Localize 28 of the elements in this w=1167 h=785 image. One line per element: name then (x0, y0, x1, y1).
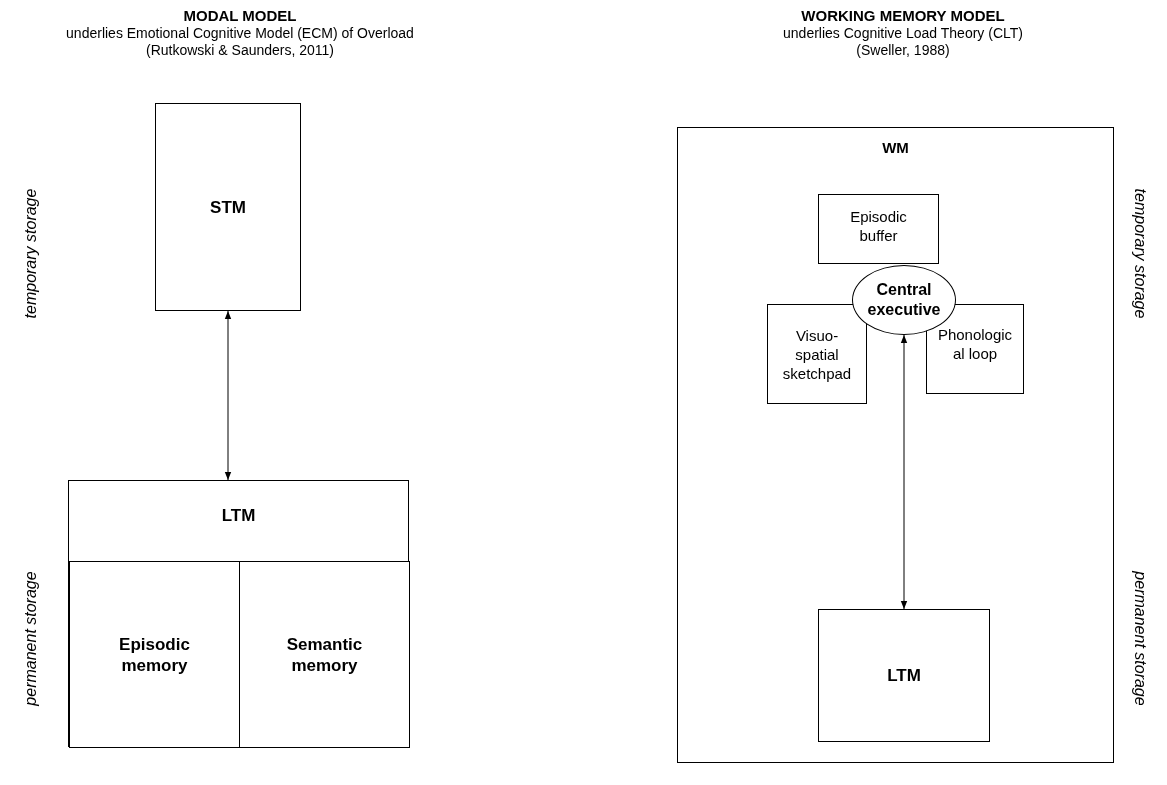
double-arrow (900, 334, 908, 610)
memory-box (68, 480, 409, 747)
box-label: Episodic buffer (849, 207, 908, 245)
box-label: WM (882, 138, 909, 157)
box-label: Episodic memory (118, 633, 191, 676)
box-label: LTM (221, 505, 256, 526)
box-label: Phonological loop (936, 325, 1014, 363)
component-box (818, 609, 990, 742)
box-label: Central executive (866, 280, 942, 320)
axis-label: permanent storage (1131, 569, 1149, 708)
component-box (239, 561, 410, 748)
model-title: MODAL MODEL (182, 7, 298, 24)
model-subtitle: underlies Emotional Cognitive Model (ECM) of Overload (Rutkowski & Saunders, 2011) (65, 25, 415, 59)
component-box (818, 194, 939, 264)
axis-label: permanent storage (21, 570, 39, 709)
box-label: STM (210, 196, 246, 218)
box-label: Semantic memory (285, 633, 364, 676)
memory-box (677, 127, 1114, 763)
component-box (767, 304, 867, 404)
box-label: Visuo-spatial sketchpad (781, 325, 853, 383)
component-box (69, 561, 240, 748)
double-arrow (224, 310, 232, 481)
model-subtitle: underlies Cognitive Load Theory (CLT) (Sweller, 1988) (782, 25, 1024, 59)
axis-label: temporary storage (1131, 187, 1149, 321)
axis-label: temporary storage (21, 187, 39, 321)
memory-box (155, 103, 301, 311)
model-title: WORKING MEMORY MODEL (800, 7, 1006, 24)
box-label: LTM (887, 665, 921, 686)
